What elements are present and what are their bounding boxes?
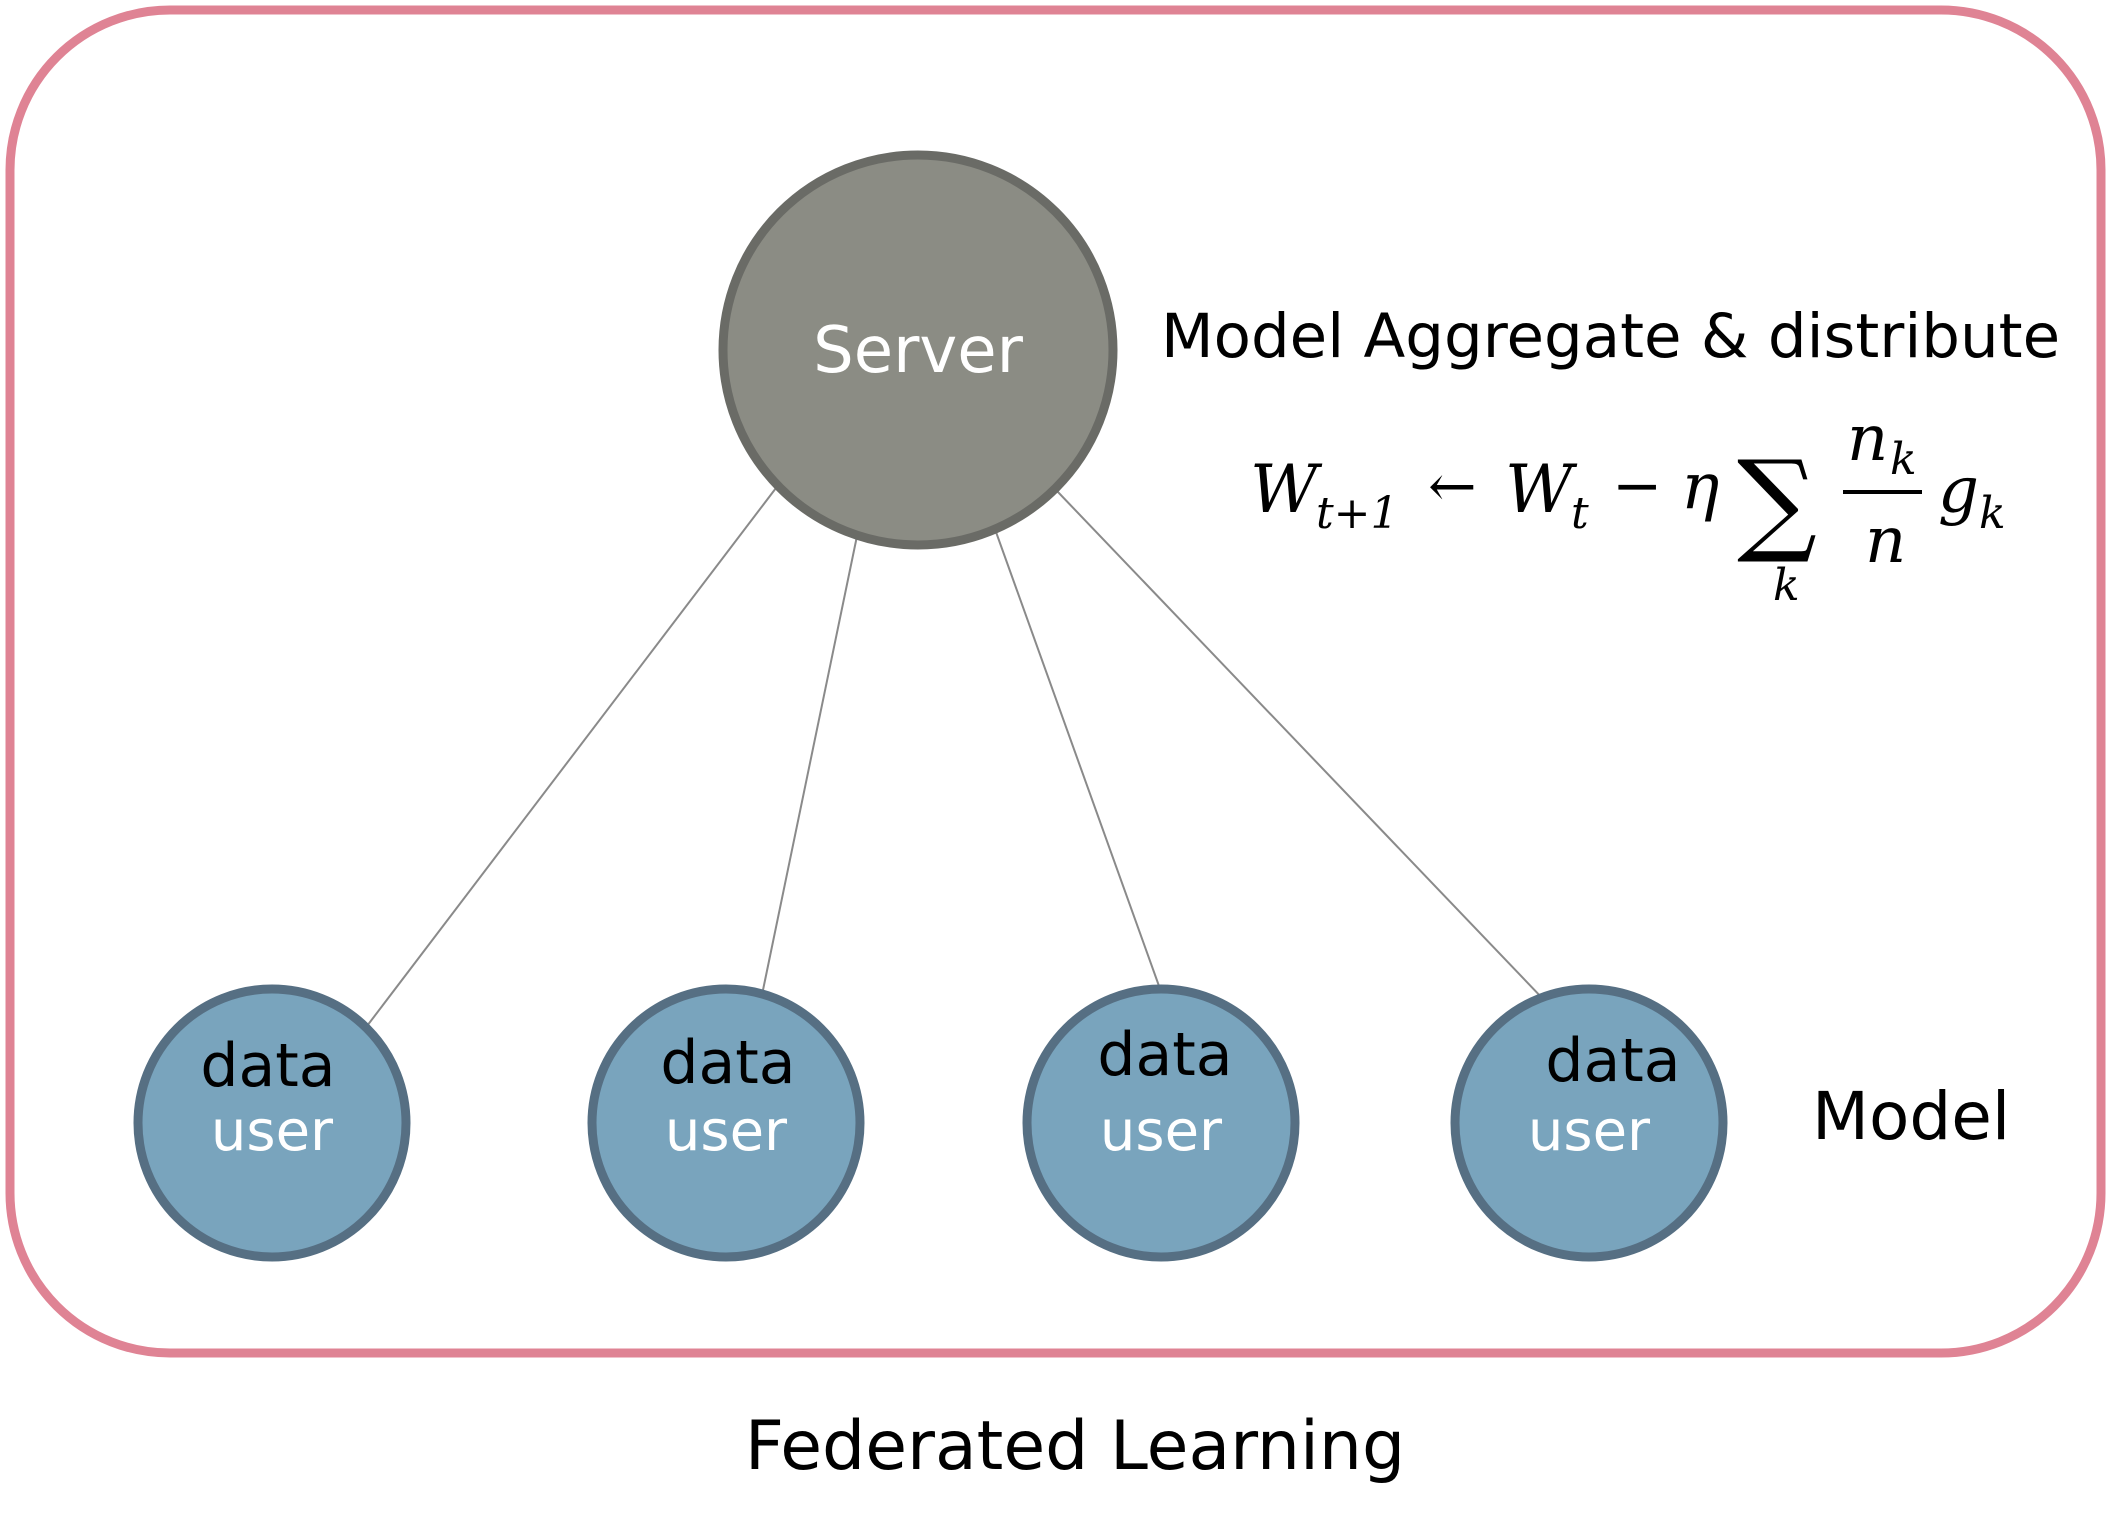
user-data-label: data <box>200 1031 335 1101</box>
formula-numerator-sub: k <box>1890 434 1917 485</box>
user-data-label: data <box>1545 1026 1680 1096</box>
connector-user-1 <box>366 487 777 1027</box>
formula-g-sub: k <box>1979 488 2006 539</box>
aggregate-caption: Model Aggregate & distribute <box>1161 301 2060 372</box>
formula-sum-index: k <box>1773 560 1800 611</box>
formula-minus: − <box>1612 451 1662 521</box>
diagram-frame <box>5 5 2106 1358</box>
connector-user-2 <box>762 535 858 991</box>
user-label: user <box>1528 1099 1651 1164</box>
user-circle <box>1450 984 1728 1262</box>
formula-numerator: n <box>1847 402 1888 476</box>
formula-eta: η <box>1681 450 1719 524</box>
formula-g: g <box>1938 454 1979 528</box>
aggregation-formula: W t+1 ← W t − η ∑ k n k n g k <box>1250 402 2006 611</box>
user-node: data user <box>1022 984 1300 1262</box>
user-node: data user <box>587 984 865 1262</box>
footer-title: Federated Learning <box>745 1407 1405 1486</box>
user-circle <box>133 984 411 1262</box>
user-node: data user <box>133 984 411 1262</box>
formula-arrow: ← <box>1428 452 1477 520</box>
server-label: Server <box>813 314 1024 388</box>
user-circle <box>1022 984 1300 1262</box>
user-label: user <box>211 1099 334 1164</box>
user-data-label: data <box>1097 1020 1232 1090</box>
formula-denominator: n <box>1865 504 1906 578</box>
formula-sum: ∑ <box>1737 437 1817 567</box>
formula-sub-t1: t+1 <box>1316 488 1399 539</box>
formula-w-next: W <box>1250 451 1323 528</box>
connector-user-3 <box>995 531 1160 987</box>
user-label: user <box>665 1099 788 1164</box>
user-node: data user <box>1450 984 1728 1262</box>
user-circle <box>587 984 865 1262</box>
connectors <box>366 487 1568 1027</box>
user-data-label: data <box>660 1028 795 1098</box>
formula-w: W <box>1505 451 1578 528</box>
server-circle <box>718 150 1118 550</box>
user-label: user <box>1100 1099 1223 1164</box>
formula-sub-t: t <box>1571 488 1589 539</box>
connector-user-4 <box>1056 490 1568 1025</box>
model-label: Model <box>1812 1078 2010 1155</box>
server-node: Server <box>718 150 1118 550</box>
